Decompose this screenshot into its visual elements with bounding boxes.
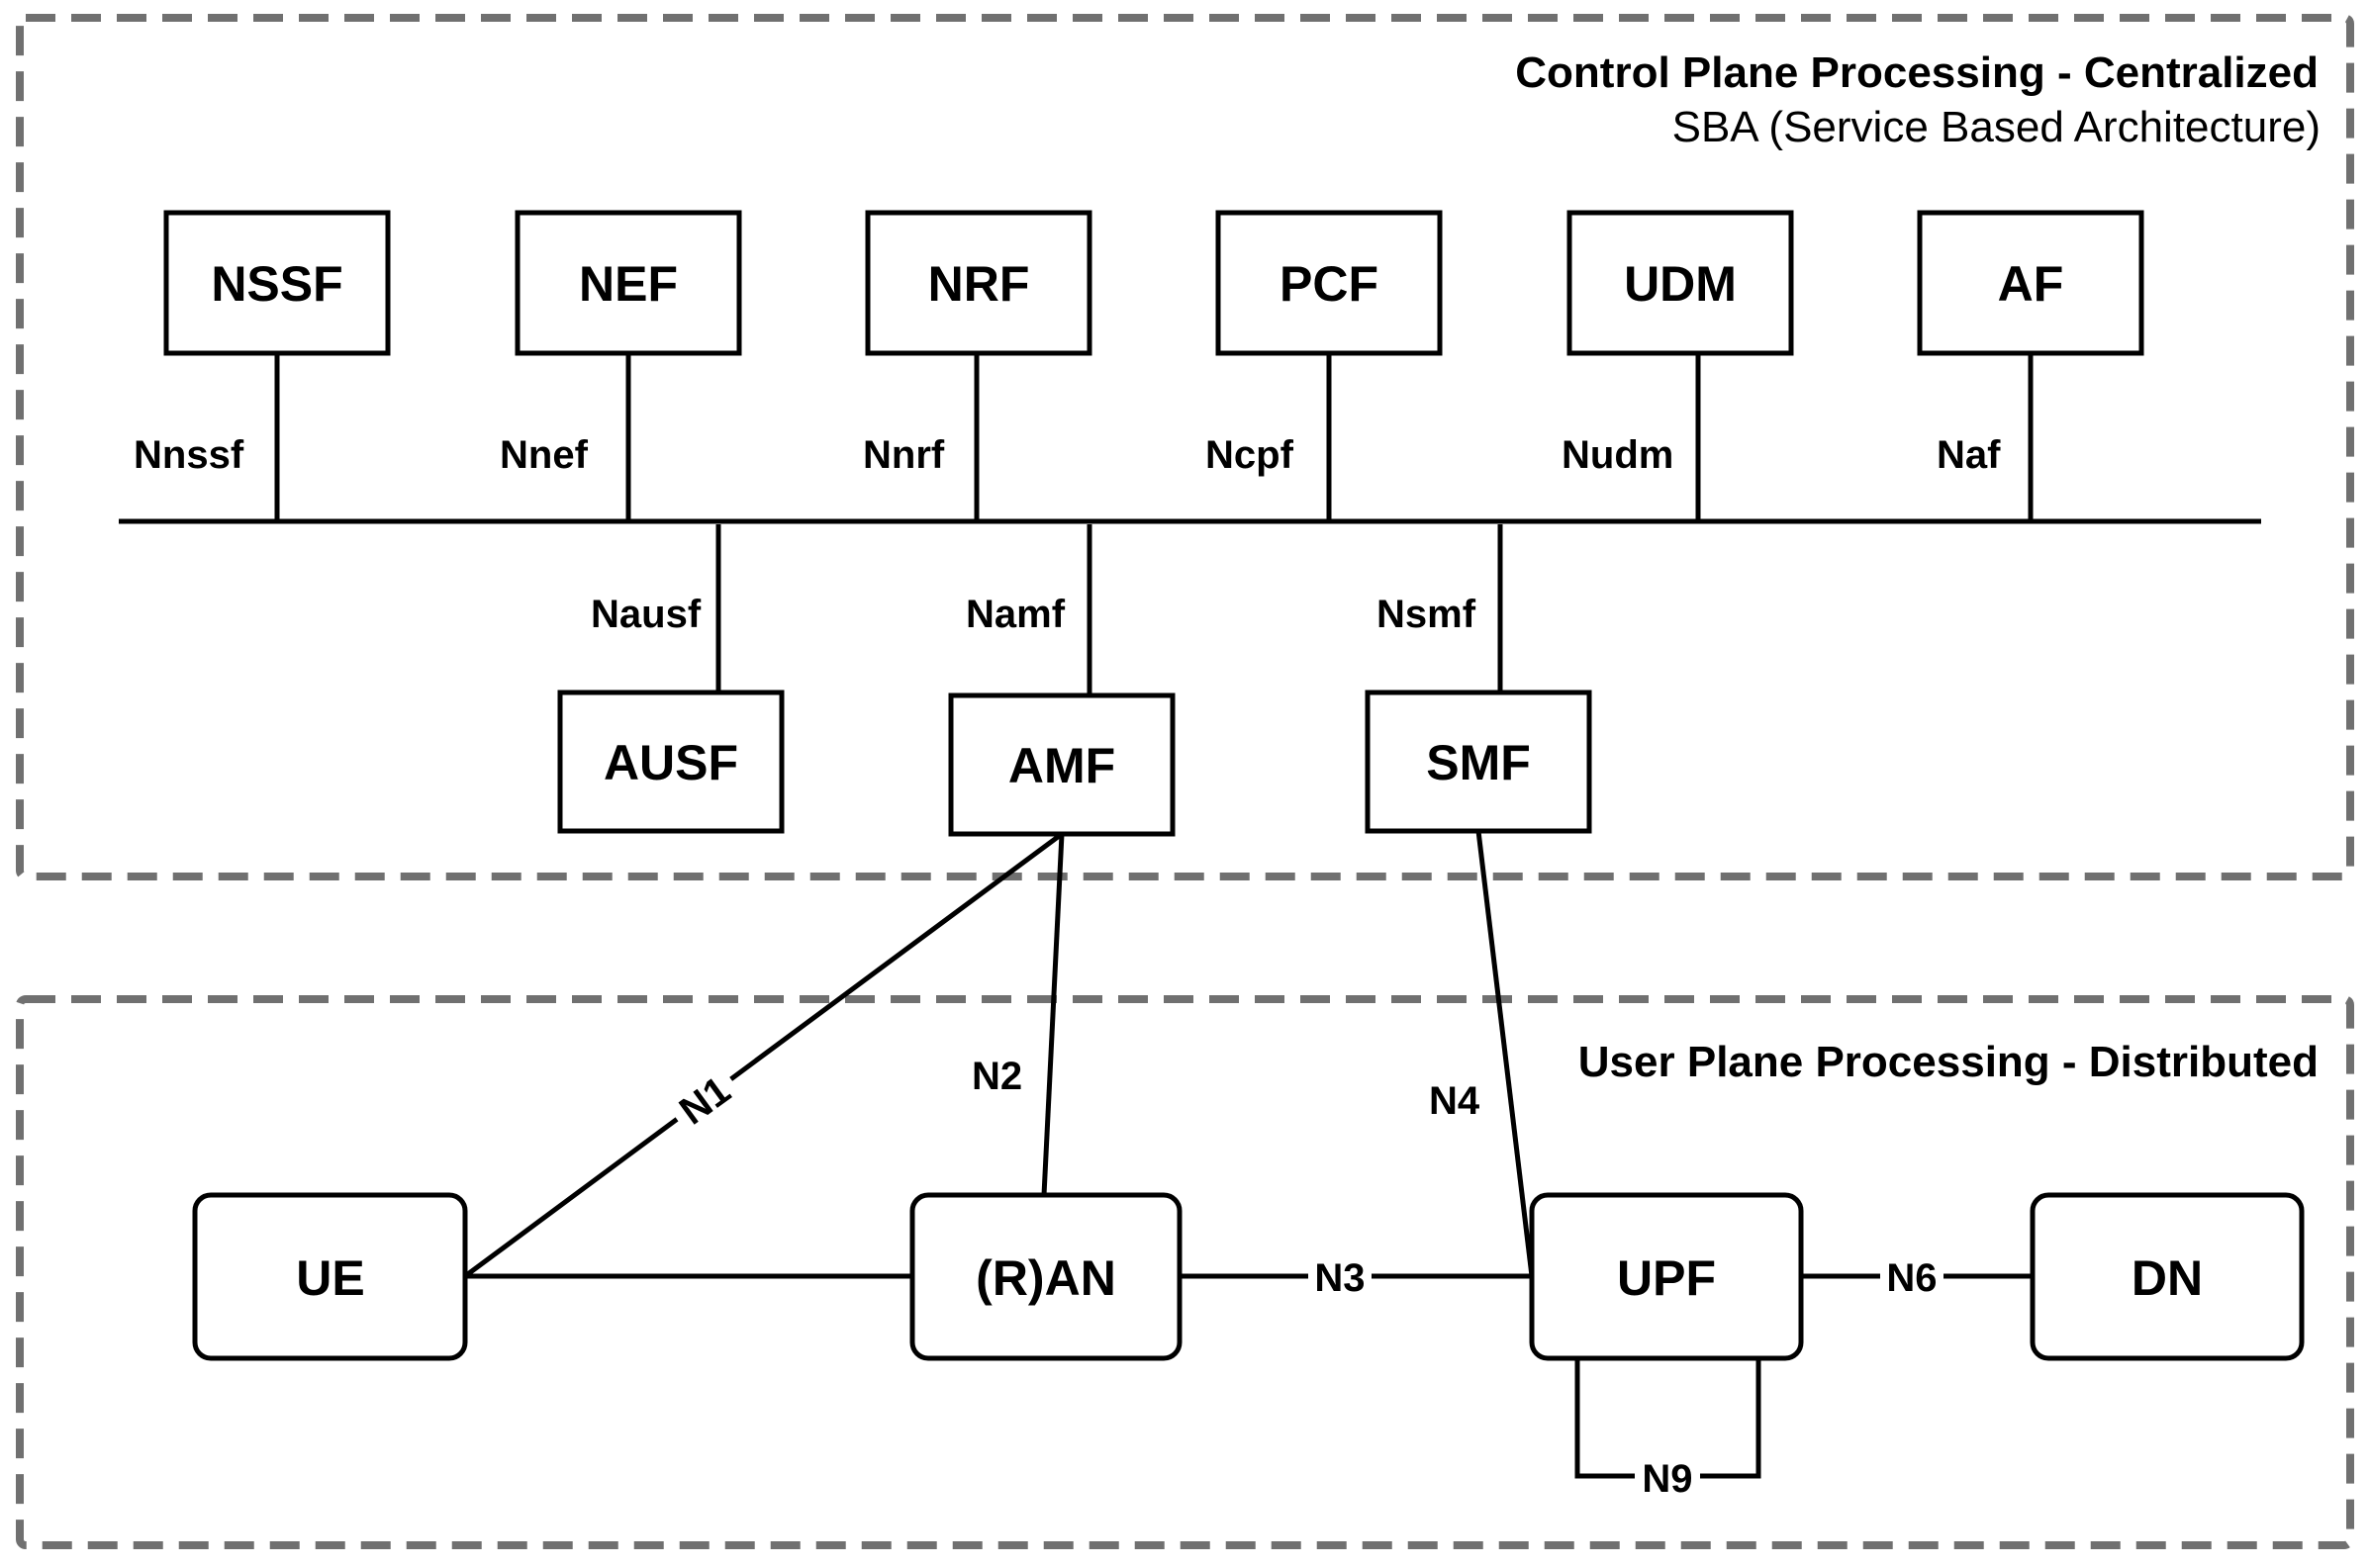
udm-box: UDM [1566, 210, 1794, 356]
n9-label: N9 [1642, 1457, 1692, 1501]
amf-label: AMF [1008, 738, 1115, 793]
control-plane-zone [16, 14, 2354, 880]
udm-label: UDM [1624, 256, 1737, 312]
ue-label: UE [296, 1250, 364, 1306]
control-plane-subtitle: SBA (Service Based Architecture) [1672, 103, 2321, 151]
af-box: AF [1917, 210, 2144, 356]
nnrf-label: Nnrf [863, 433, 945, 477]
upf-box: UPF [1529, 1192, 1804, 1361]
nudm-label: Nudm [1562, 433, 1673, 477]
control-plane-title: Control Plane Processing - Centralized [1515, 48, 2319, 97]
naf-label: Naf [1937, 433, 2001, 477]
ue-box: UE [192, 1192, 468, 1361]
smf-box: SMF [1365, 690, 1592, 834]
dn-box: DN [2030, 1192, 2305, 1361]
amf-box: AMF [948, 692, 1176, 837]
nssf-box: NSSF [163, 210, 391, 356]
nnssf-label: Nnssf [134, 433, 244, 477]
smf-label: SMF [1426, 735, 1531, 790]
nef-label: NEF [579, 256, 678, 312]
af-label: AF [1998, 256, 2064, 312]
nef-box: NEF [515, 210, 742, 356]
nnef-label: Nnef [500, 433, 589, 477]
dn-label: DN [2132, 1250, 2203, 1306]
n4-link [1475, 830, 1535, 1277]
n2-link [1041, 833, 1065, 1196]
n4-label: N4 [1429, 1079, 1480, 1123]
namf-label: Namf [966, 593, 1066, 636]
nrf-label: NRF [928, 256, 1030, 312]
ran-label: (R)AN [976, 1250, 1116, 1306]
n1-link [463, 831, 1064, 1279]
n2-label: N2 [972, 1055, 1022, 1098]
user-plane-title: User Plane Processing - Distributed [1578, 1038, 2319, 1086]
ausf-box: AUSF [557, 690, 785, 834]
n6-label: N6 [1886, 1256, 1937, 1300]
pcf-box: PCF [1215, 210, 1443, 356]
ncpf-label: Ncpf [1205, 433, 1294, 477]
upf-label: UPF [1617, 1250, 1716, 1306]
nssf-label: NSSF [211, 256, 342, 312]
nausf-label: Nausf [591, 593, 702, 636]
user-plane-zone [16, 995, 2354, 1549]
n3-label: N3 [1314, 1256, 1365, 1300]
pcf-label: PCF [1280, 256, 1378, 312]
nrf-box: NRF [865, 210, 1092, 356]
ran-box: (R)AN [909, 1192, 1183, 1361]
ausf-label: AUSF [604, 735, 738, 790]
nsmf-label: Nsmf [1376, 593, 1476, 636]
